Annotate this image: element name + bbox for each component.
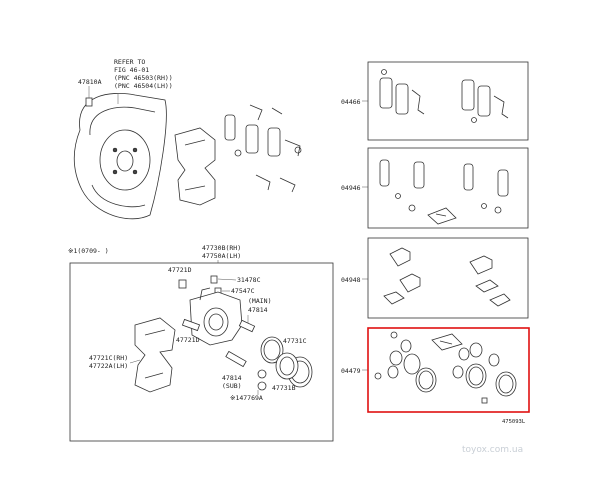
- bracket-47721c: [134, 317, 176, 393]
- kit-04466: 04466: [341, 61, 529, 141]
- figure-code: 475093L: [502, 419, 526, 425]
- label-04946: 04946: [341, 184, 361, 192]
- label-31478c: 31478C: [237, 276, 261, 284]
- kit-04948: 04948: [341, 237, 529, 319]
- label-47731b: 47731B: [272, 384, 296, 392]
- dust-shield: [73, 92, 167, 220]
- caliper-group: ※1(0709- ) 47730B(RH) 47750A(LH) 47721D …: [68, 244, 334, 442]
- refer-note-line3: (PNC 46503(RH)): [114, 74, 173, 82]
- caliper-body: [189, 291, 243, 346]
- label-47731c: 47731C: [283, 337, 307, 345]
- piston-seal: [260, 336, 284, 364]
- label-47722a: 47722A(LH): [89, 362, 128, 370]
- label-47721d-mid: 47721D: [176, 336, 200, 344]
- refer-note-line1: REFER TO: [114, 58, 145, 66]
- backing-plate-group: 47810A REFER TO FIG 46-01 (PNC 46503(RH)…: [73, 58, 302, 220]
- label-47814-sub: 47814: [222, 374, 242, 382]
- date-note: ※1(0709- ): [68, 247, 109, 255]
- label-47814-main: 47814: [248, 306, 268, 314]
- label-47730b: 47730B(RH): [202, 244, 241, 252]
- caliper-bracket: [174, 127, 216, 206]
- label-04466: 04466: [341, 98, 361, 106]
- label-47721d-top: 47721D: [168, 266, 192, 274]
- label-47810a: 47810A: [78, 78, 102, 86]
- label-147769a: ※147769A: [230, 394, 263, 402]
- label-main: (MAIN): [248, 297, 271, 305]
- hub-plate: [99, 129, 151, 191]
- refer-note-line4: (PNC 46504(LH)): [114, 82, 173, 90]
- label-47547c: 47547C: [231, 287, 255, 295]
- kit-04479-highlight: [367, 327, 530, 413]
- label-47721c: 47721C(RH): [89, 354, 128, 362]
- kit-04479: 04479: [341, 327, 530, 413]
- kit-04946: 04946: [341, 147, 529, 229]
- watermark: toyox.com.ua: [462, 445, 523, 455]
- label-47750a: 47750A(LH): [202, 252, 241, 260]
- label-04479: 04479: [341, 367, 361, 375]
- label-sub: (SUB): [222, 382, 242, 390]
- caliper-box: [69, 262, 334, 442]
- refer-note-line2: FIG 46-01: [114, 66, 149, 74]
- bolt-47810a: [85, 97, 93, 107]
- label-04948: 04948: [341, 276, 361, 284]
- bleeder-cap: [178, 279, 187, 289]
